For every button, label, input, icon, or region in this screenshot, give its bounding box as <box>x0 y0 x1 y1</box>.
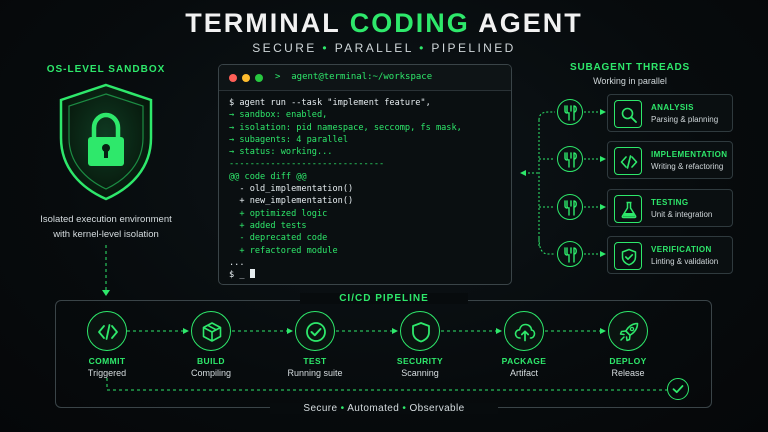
agent-desc: Writing & refactoring <box>651 162 724 171</box>
final-check-icon <box>667 378 689 400</box>
sandbox-desc-line: Isolated execution environment <box>40 214 172 225</box>
agent-name: TESTING <box>651 198 689 207</box>
footer-separator: • <box>402 403 407 414</box>
terminal-cursor <box>249 269 255 279</box>
terminal-line: + added tests <box>229 220 307 231</box>
sandbox-desc-line: with kernel-level isolation <box>53 229 159 240</box>
title-part-agent: AGENT <box>469 8 583 38</box>
agent-name: VERIFICATION <box>651 245 712 254</box>
terminal-title-bar: > agent@terminal:~/workspace <box>219 65 511 91</box>
agent-card-verification[interactable]: VERIFICATION Linting & validation <box>607 236 733 274</box>
footer-secure: Secure <box>303 403 338 414</box>
close-dot-icon[interactable] <box>229 74 237 82</box>
terminal-prompt-text: $ _ <box>229 270 250 281</box>
code-icon <box>87 311 127 351</box>
terminal-line: + new_implementation() <box>229 196 354 207</box>
footer-automated: Automated <box>347 403 400 414</box>
stage-name: DEPLOY <box>609 356 647 366</box>
agent-card-implementation[interactable]: IMPLEMENTATION Writing & refactoring <box>607 141 733 179</box>
rocket-icon <box>608 311 648 351</box>
terminal-prompt[interactable]: $ _ <box>229 269 509 281</box>
fork-icon <box>557 241 583 267</box>
stage-name: BUILD <box>197 356 225 366</box>
minimize-dot-icon[interactable] <box>242 74 250 82</box>
stage-name: SECURITY <box>396 356 444 366</box>
terminal-line: + optimized logic <box>229 208 328 219</box>
subtitle-separator: • <box>419 41 426 55</box>
stage-status: Artifact <box>509 368 538 378</box>
subagent-title: SUBAGENT THREADS <box>569 62 691 73</box>
page-title: TERMINAL CODING AGENT <box>0 8 768 39</box>
agent-card-testing[interactable]: TESTING Unit & integration <box>607 189 733 227</box>
terminal-output: $ agent run --task "implement feature", →… <box>229 97 509 281</box>
terminal-line: → status: working... <box>229 147 333 158</box>
code-icon <box>614 147 642 175</box>
agent-desc: Unit & integration <box>651 210 713 219</box>
terminal-line: + refactored module <box>229 245 338 256</box>
title-part-coding: CODING <box>349 8 470 38</box>
terminal-path: > agent@terminal:~/workspace <box>275 72 433 82</box>
stage-status: Compiling <box>190 368 232 378</box>
subtitle-separator: • <box>322 41 330 55</box>
pipeline-title: CI/CD PIPELINE <box>300 293 468 304</box>
agent-desc: Parsing & planning <box>651 115 719 124</box>
terminal-line: ------------------------------ <box>229 159 385 170</box>
terminal-line: - deprecated code <box>229 233 328 244</box>
stage-status: Triggered <box>87 368 127 378</box>
terminal-line: - old_implementation() <box>229 184 354 195</box>
agent-name: ANALYSIS <box>651 103 694 112</box>
magnifier-icon <box>614 100 642 128</box>
shield-lock-icon <box>59 83 153 201</box>
terminal-line: $ agent run --task "implement feature", <box>229 98 431 108</box>
sandbox-title: OS-LEVEL SANDBOX <box>46 64 166 75</box>
page-subtitle: SECURE • PARALLEL • PIPELINED <box>0 41 768 55</box>
maximize-dot-icon[interactable] <box>255 74 263 82</box>
terminal-line: → sandbox: enabled, <box>229 110 328 121</box>
terminal-line: ... <box>229 257 245 268</box>
subagent-subtitle: Working in parallel <box>593 76 667 86</box>
shield-icon <box>400 311 440 351</box>
title-part-terminal: TERMINAL <box>185 8 350 38</box>
footer-separator: • <box>340 403 345 414</box>
agent-name: IMPLEMENTATION <box>651 150 728 159</box>
stage-name: PACKAGE <box>501 356 547 366</box>
terminal-line: → isolation: pid namespace, seccomp, fs … <box>229 122 462 133</box>
stage-name: COMMIT <box>88 356 126 366</box>
subtitle-secure: SECURE <box>252 41 317 55</box>
agent-card-analysis[interactable]: ANALYSIS Parsing & planning <box>607 94 733 132</box>
cloud-upload-icon <box>504 311 544 351</box>
subtitle-pipelined: PIPELINED <box>431 41 516 55</box>
terminal-line: @@ code diff @@ <box>229 171 307 182</box>
fork-icon <box>557 99 583 125</box>
agent-desc: Linting & validation <box>651 257 719 266</box>
flask-icon <box>614 195 642 223</box>
stage-name: TEST <box>303 356 327 366</box>
shield-check-icon <box>614 242 642 270</box>
pipeline-footer: Secure • Automated • Observable <box>270 403 498 414</box>
terminal-line: → subagents: 4 parallel <box>229 134 348 145</box>
box-icon <box>191 311 231 351</box>
sandbox-description: Isolated execution environment with kern… <box>20 212 192 242</box>
check-circle-icon <box>295 311 335 351</box>
stage-status: Release <box>611 368 645 378</box>
terminal-window[interactable]: > agent@terminal:~/workspace $ agent run… <box>218 64 512 285</box>
stage-status: Scanning <box>401 368 439 378</box>
stage-status: Running suite <box>287 368 343 378</box>
fork-icon <box>557 146 583 172</box>
footer-observable: Observable <box>409 403 465 414</box>
fork-icon <box>557 194 583 220</box>
subtitle-parallel: PARALLEL <box>334 41 414 55</box>
